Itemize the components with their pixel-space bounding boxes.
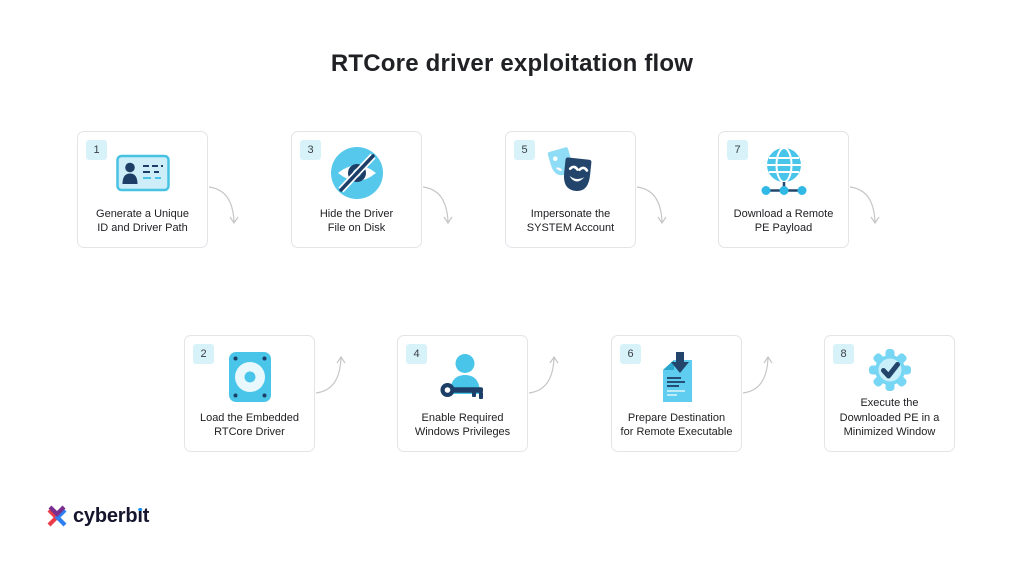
step-number-badge: 1 <box>86 140 107 160</box>
cyberbit-logo: cyberbıt <box>45 503 149 529</box>
step-number-badge: 5 <box>514 140 535 160</box>
logo-chevron-blue <box>54 508 67 527</box>
step-label: Execute the Downloaded PE in a Minimized… <box>839 397 940 439</box>
step-card-7: 7 Download a Remote PE Payload <box>718 131 849 248</box>
step-card-8: 8 Execute the Downloaded PE in a Minimiz… <box>824 335 955 452</box>
step-label: Impersonate the SYSTEM Account <box>526 207 615 235</box>
step-card-2: 2 Load the Embedded RTCore Driver <box>184 335 315 452</box>
theater-masks-icon <box>547 147 591 192</box>
hidden-eye-icon <box>330 147 383 200</box>
hard-drive-icon <box>228 352 271 403</box>
page-title: RTCore driver exploitation flow <box>330 50 694 77</box>
step-label: Generate a Unique ID and Driver Path <box>96 207 189 235</box>
step-number-badge: 4 <box>406 344 427 364</box>
cyberbit-logo-mark-icon <box>47 505 67 527</box>
step-label: Enable Required Windows Privileges <box>414 411 511 439</box>
step-label: Hide the Driver File on Disk <box>319 207 394 235</box>
flow-arrow-down-icon <box>849 186 880 225</box>
flow-arrow-up-icon <box>528 355 559 394</box>
globe-network-icon <box>761 147 806 196</box>
step-card-5: 5 Impersonate the SYSTEM Account <box>505 131 636 248</box>
step-card-3: 3 Hide the Driver File on Disk <box>291 131 422 248</box>
step-icon-slot <box>189 344 310 411</box>
step-icon-slot <box>296 140 417 207</box>
step-icon-slot <box>510 140 631 207</box>
step-number-badge: 7 <box>727 140 748 160</box>
step-label: Load the Embedded RTCore Driver <box>199 411 300 439</box>
step-number-badge: 2 <box>193 344 214 364</box>
document-download-icon <box>662 352 692 403</box>
step-icon-slot <box>829 344 950 396</box>
cyberbit-logo-text: cyberbıt <box>73 505 150 527</box>
step-label: Prepare Destination for Remote Executabl… <box>620 411 733 439</box>
step-icon-slot <box>723 140 844 207</box>
flow-arrow-down-icon <box>208 186 239 225</box>
step-number-badge: 6 <box>620 344 641 364</box>
flow-arrow-down-icon <box>422 186 453 225</box>
step-card-6: 6 Prepare Destination for Remote Executa… <box>611 335 742 452</box>
step-card-1: 1 Generate a Unique ID and Driver Path <box>77 131 208 248</box>
id-card-icon <box>115 155 170 192</box>
flow-arrow-down-icon <box>636 186 667 225</box>
gear-check-icon <box>868 349 911 392</box>
flow-arrow-up-icon <box>315 355 346 394</box>
step-number-badge: 8 <box>833 344 854 364</box>
step-icon-slot <box>82 140 203 207</box>
step-number-badge: 3 <box>300 140 321 160</box>
step-icon-slot <box>616 344 737 411</box>
step-icon-slot <box>402 344 523 411</box>
flow-arrow-up-icon <box>742 355 773 394</box>
user-key-icon <box>440 354 483 400</box>
step-label: Download a Remote PE Payload <box>733 207 834 235</box>
logo-chevron-purple <box>48 505 66 517</box>
step-card-4: 4 Enable Required Windows Privileges <box>397 335 528 452</box>
